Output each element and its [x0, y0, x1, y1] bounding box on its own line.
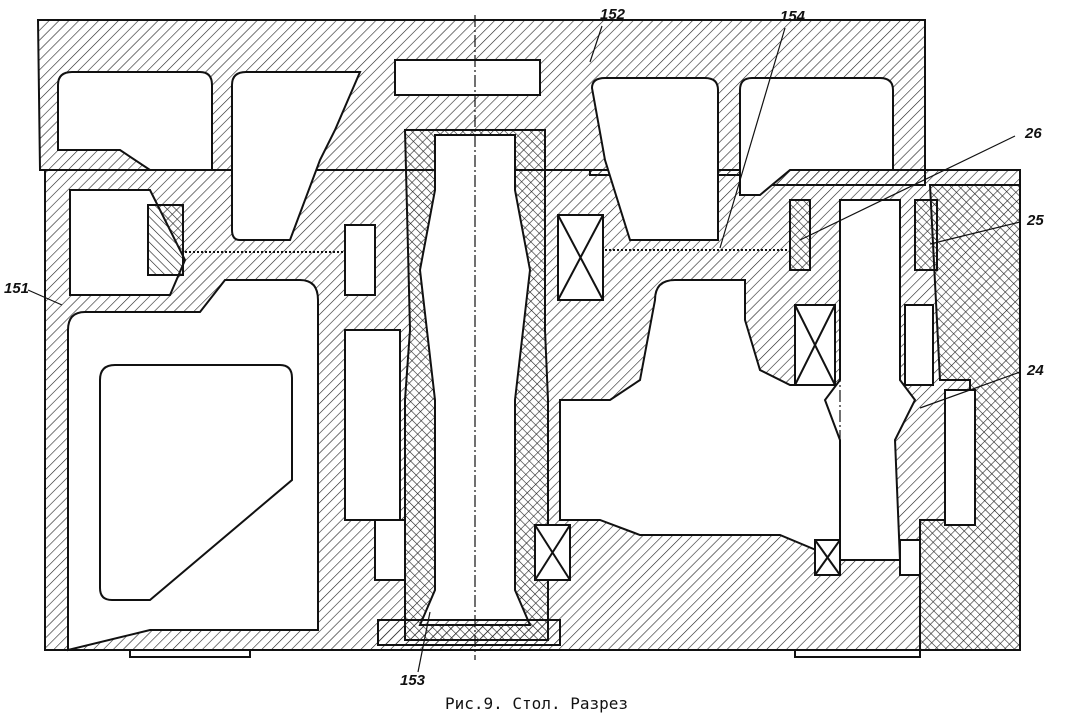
gear-25: [914, 199, 938, 271]
housing-cavity: [559, 279, 841, 562]
callout-26: 26: [1025, 125, 1042, 142]
callout-25: 25: [1027, 212, 1044, 229]
bottom-cap: [377, 619, 561, 646]
plate-cavity: [57, 71, 213, 171]
gear-26: [789, 199, 811, 271]
bearing: [904, 304, 934, 386]
callout-24: 24: [1027, 362, 1044, 379]
pinion: [147, 204, 184, 276]
plate-cavity: [231, 71, 362, 241]
leader-lines: [27, 15, 1021, 673]
plate-cavity: [739, 77, 894, 196]
plate-cavity: [590, 77, 719, 241]
callout-152: 152: [600, 6, 626, 23]
bearing: [899, 539, 921, 576]
spindle-cap: [394, 59, 541, 96]
callout-154: 154: [780, 8, 806, 25]
bearing: [344, 224, 376, 296]
housing-cavity: [944, 389, 976, 526]
callout-153: 153: [400, 672, 426, 689]
bearing: [374, 519, 406, 581]
housing-window: [99, 364, 293, 601]
callout-151: 151: [4, 280, 30, 297]
housing-cavity: [344, 329, 401, 521]
figure-caption: Рис.9. Стол. Разрез: [444, 694, 629, 713]
